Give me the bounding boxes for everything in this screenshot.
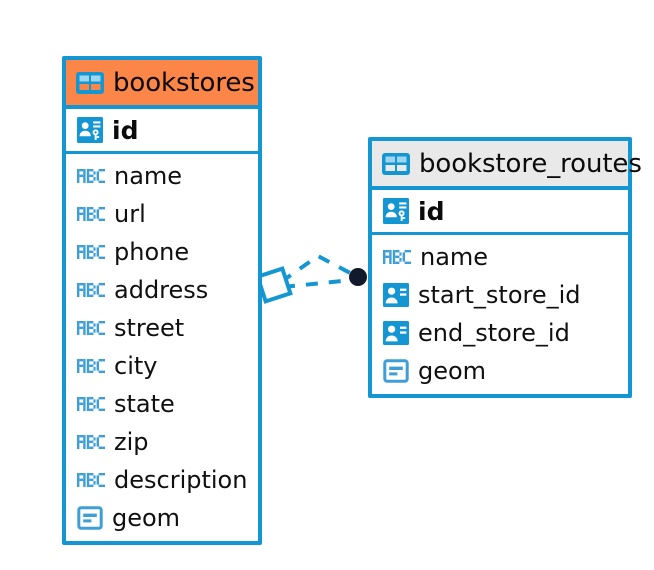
abc-icon [77,205,105,223]
field-list-bookstore-routes: name start_store_id [372,235,628,394]
field-row-bookstores-street[interactable]: street [66,309,258,347]
table-icon [382,152,410,175]
geometry-icon [383,359,409,383]
relationship-line-start-store-id [279,253,355,284]
entity-title-bookstore-routes: bookstore_routes [419,148,642,179]
primary-key-icon [383,198,409,224]
relationship-source-marker-icon [255,266,293,304]
entity-bookstores[interactable]: bookstores id [62,56,262,545]
field-label-bookstore-routes-name: name [420,243,489,271]
primary-key-icon [77,117,103,143]
field-row-bookstores-geom[interactable]: geom [66,499,258,537]
entity-bookstore-routes[interactable]: bookstore_routes id [368,137,642,398]
field-label-bookstores-city: city [114,352,158,380]
relationship-target-marker-icon [349,268,367,286]
field-label-bookstores-street: street [114,314,185,342]
field-row-bookstore-routes-end-store-id[interactable]: end_store_id [372,314,628,352]
entity-header-bookstores: bookstores [66,60,258,109]
field-row-bookstore-routes-id[interactable]: id [372,190,628,235]
table-icon [76,71,104,94]
abc-icon [77,395,105,413]
field-row-bookstores-id[interactable]: id [66,109,258,154]
field-label-bookstores-id: id [112,115,139,145]
field-list-bookstores: name u [66,154,258,541]
field-label-bookstores-geom: geom [112,504,181,532]
field-row-bookstore-routes-name[interactable]: name [372,238,628,276]
field-row-bookstores-phone[interactable]: phone [66,233,258,271]
abc-icon [383,248,411,266]
field-row-bookstore-routes-geom[interactable]: geom [372,352,628,390]
entity-header-bookstore-routes: bookstore_routes [372,141,642,190]
field-label-bookstores-state: state [114,390,175,418]
field-label-bookstore-routes-geom: geom [418,357,487,385]
abc-icon [77,471,105,489]
field-row-bookstore-routes-start-store-id[interactable]: start_store_id [372,276,628,314]
foreign-key-icon [383,321,409,345]
field-row-bookstores-address[interactable]: address [66,271,258,309]
geometry-icon [77,506,103,530]
field-label-bookstores-name: name [114,162,183,190]
foreign-key-icon [383,283,409,307]
field-label-bookstores-description: description [114,466,248,494]
field-row-bookstores-zip[interactable]: zip [66,423,258,461]
field-row-bookstores-name[interactable]: name [66,157,258,195]
field-label-bookstore-routes-start-store-id: start_store_id [418,281,581,309]
abc-icon [77,319,105,337]
field-label-bookstores-address: address [114,276,209,304]
field-row-bookstores-description[interactable]: description [66,461,258,499]
abc-icon [77,357,105,375]
field-label-bookstore-routes-id: id [418,196,445,226]
field-row-bookstores-state[interactable]: state [66,385,258,423]
abc-icon [77,433,105,451]
abc-icon [77,243,105,261]
field-label-bookstores-zip: zip [114,428,149,456]
field-label-bookstore-routes-end-store-id: end_store_id [418,319,570,347]
field-label-bookstores-url: url [114,200,146,228]
field-row-bookstores-city[interactable]: city [66,347,258,385]
abc-icon [77,281,105,299]
entity-title-bookstores: bookstores [113,67,255,98]
field-label-bookstores-phone: phone [114,238,190,266]
abc-icon [77,167,105,185]
relationship-line-end-store-id [282,278,353,289]
field-row-bookstores-url[interactable]: url [66,195,258,233]
